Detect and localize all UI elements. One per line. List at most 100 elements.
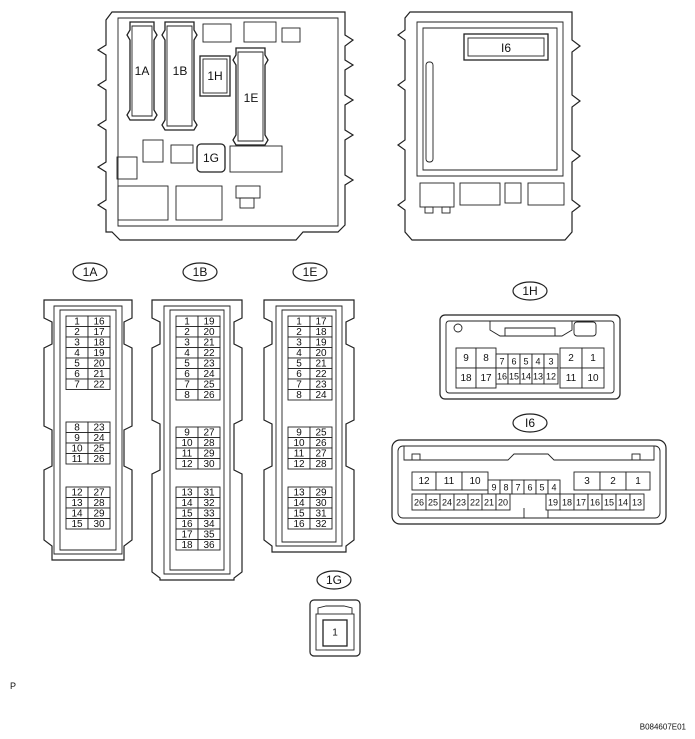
pin-I6-19: 19 — [548, 498, 558, 508]
pin-1E-15: 15 — [293, 508, 305, 519]
pin-I6-8: 8 — [503, 483, 508, 493]
pin-1H-14: 14 — [521, 372, 531, 382]
pin-1E-24: 24 — [315, 390, 327, 401]
pin-1A-13: 13 — [71, 498, 83, 509]
pin-1A-25: 25 — [93, 443, 105, 454]
pin-1A-15: 15 — [71, 519, 83, 530]
overview-label-1E: 1E — [244, 91, 259, 105]
pin-1B-29: 29 — [203, 448, 215, 459]
pin-1A-1: 1 — [74, 316, 80, 327]
pin-1E-8: 8 — [296, 390, 302, 401]
svg-text:I6: I6 — [525, 416, 535, 430]
pin-1B-10: 10 — [181, 438, 193, 449]
pin-1E-31: 31 — [315, 508, 327, 519]
pin-1H-10-cell — [581, 367, 605, 389]
left-junction-block: 1A 1B 1H 1E 1G — [96, 11, 355, 241]
pin-1H-18: 18 — [460, 373, 472, 384]
pin-1A-5: 5 — [74, 358, 80, 369]
pin-1B-2: 2 — [184, 327, 190, 338]
svg-text:1E: 1E — [303, 265, 318, 279]
connector-label-1A: 1A — [72, 262, 108, 282]
pin-1B-15: 15 — [181, 508, 193, 519]
pin-1B-24: 24 — [203, 369, 215, 380]
pin-1A-3: 3 — [74, 337, 80, 348]
pin-1A-29: 29 — [93, 508, 105, 519]
pin-1B-4: 4 — [184, 348, 190, 359]
pin-1G-1: 1 — [332, 628, 338, 639]
pin-1E-32: 32 — [315, 519, 327, 530]
pin-1B-9: 9 — [184, 427, 190, 438]
pin-I6-7: 7 — [515, 483, 520, 493]
pin-1A-6: 6 — [74, 369, 80, 380]
pin-I6-1-cell — [625, 471, 651, 491]
pin-1B-34: 34 — [203, 519, 215, 530]
pin-I6-24: 24 — [442, 498, 452, 508]
pin-I6-13: 13 — [632, 498, 642, 508]
pin-1B-36: 36 — [203, 540, 215, 551]
pin-1A-26: 26 — [93, 454, 105, 465]
pin-1A-12: 12 — [71, 487, 83, 498]
pin-1E-5: 5 — [296, 358, 302, 369]
pin-1B-7: 7 — [184, 379, 190, 390]
pin-1E-23: 23 — [315, 379, 327, 390]
pin-1H-17: 17 — [480, 373, 492, 384]
pin-1A-8: 8 — [74, 422, 80, 433]
pin-1B-17: 17 — [181, 529, 193, 540]
pin-I6-20-cell — [495, 493, 511, 511]
connector-label-1H: 1H — [512, 281, 548, 301]
pin-1B-30-cell — [197, 458, 221, 470]
pin-1H-13: 13 — [533, 372, 543, 382]
pin-I6-23: 23 — [456, 498, 466, 508]
pin-1E-10: 10 — [293, 438, 305, 449]
pin-1B-33: 33 — [203, 508, 215, 519]
pin-1H-16: 16 — [497, 372, 507, 382]
pin-I6-12: 12 — [418, 476, 430, 487]
right-ecu-block: I6 — [396, 11, 581, 241]
svg-text:1H: 1H — [522, 284, 537, 298]
pin-1E-29: 29 — [315, 487, 327, 498]
pin-1E-32-cell — [309, 518, 333, 530]
pin-1H-4: 4 — [535, 357, 540, 367]
pin-I6-20: 20 — [498, 498, 508, 508]
pin-1B-18: 18 — [181, 540, 193, 551]
pin-1E-9: 9 — [296, 427, 302, 438]
connector-label-1B: 1B — [182, 262, 218, 282]
pin-I6-13-cell — [629, 493, 645, 511]
pin-1B-28: 28 — [203, 438, 215, 449]
pin-I6-16: 16 — [590, 498, 600, 508]
pin-1B-30: 30 — [203, 459, 215, 470]
pin-I6-2: 2 — [610, 476, 616, 487]
pin-1A-7: 7 — [74, 379, 80, 390]
overview-label-1B: 1B — [173, 64, 188, 78]
pin-1E-4: 4 — [296, 348, 302, 359]
pin-I6-11: 11 — [444, 476, 455, 487]
pin-1B-31: 31 — [203, 487, 215, 498]
pin-1H-12-cell — [543, 367, 559, 385]
pin-1A-20: 20 — [93, 358, 105, 369]
pin-1H-1: 1 — [590, 353, 596, 364]
pin-1B-26-cell — [197, 389, 221, 401]
pin-1A-24: 24 — [93, 433, 105, 444]
pin-1A-11: 11 — [72, 454, 83, 465]
connector-label-I6: I6 — [512, 413, 548, 433]
pin-1B-20: 20 — [203, 327, 215, 338]
pin-I6-21: 21 — [484, 498, 494, 508]
pin-I6-4: 4 — [551, 483, 556, 493]
pin-1E-19: 19 — [315, 337, 327, 348]
pin-1B-5: 5 — [184, 358, 190, 369]
pin-I6-15: 15 — [604, 498, 614, 508]
pin-I6-26: 26 — [414, 498, 424, 508]
pin-1B-26: 26 — [203, 390, 215, 401]
pin-1E-2: 2 — [296, 327, 302, 338]
pin-1B-6: 6 — [184, 369, 190, 380]
pin-1B-1: 1 — [184, 316, 190, 327]
overview-label-1H: 1H — [207, 69, 222, 83]
pin-1A-30: 30 — [93, 519, 105, 530]
connector-label-1G: 1G — [316, 570, 352, 590]
pin-1B-35: 35 — [203, 529, 215, 540]
